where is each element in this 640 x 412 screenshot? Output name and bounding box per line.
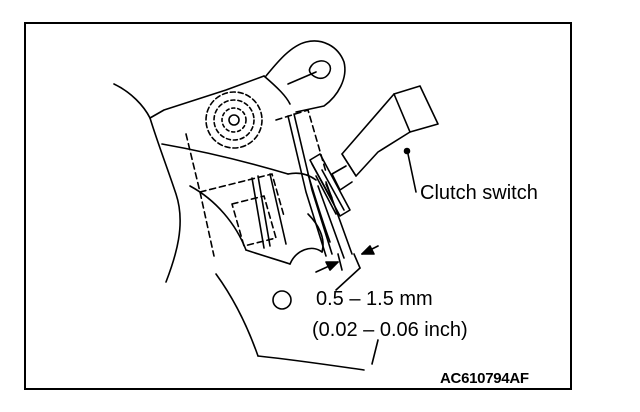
gap-dimension	[315, 245, 379, 291]
gap-inch-label: (0.02 – 0.06 inch)	[312, 319, 468, 341]
gap-mm-label: 0.5 – 1.5 mm	[316, 288, 433, 310]
clutch-switch-label: Clutch switch	[420, 182, 538, 204]
pedal-bracket	[113, 75, 365, 371]
mounting-tab	[265, 40, 346, 113]
inch-leader	[371, 339, 379, 365]
pedal-hole	[272, 290, 292, 310]
stopper-hidden-lines	[185, 109, 327, 257]
figure-code-label: AC610794AF	[440, 370, 529, 387]
clutch-pedal-drawing	[113, 40, 439, 371]
switch-leader	[403, 147, 417, 193]
pivot-bushing	[205, 91, 263, 149]
diagram-frame: Clutch switch 0.5 – 1.5 mm (0.02 – 0.06 …	[24, 22, 572, 390]
plunger-gap	[317, 181, 361, 271]
clutch-switch-body	[309, 85, 439, 217]
stopper-bracket	[251, 113, 333, 257]
